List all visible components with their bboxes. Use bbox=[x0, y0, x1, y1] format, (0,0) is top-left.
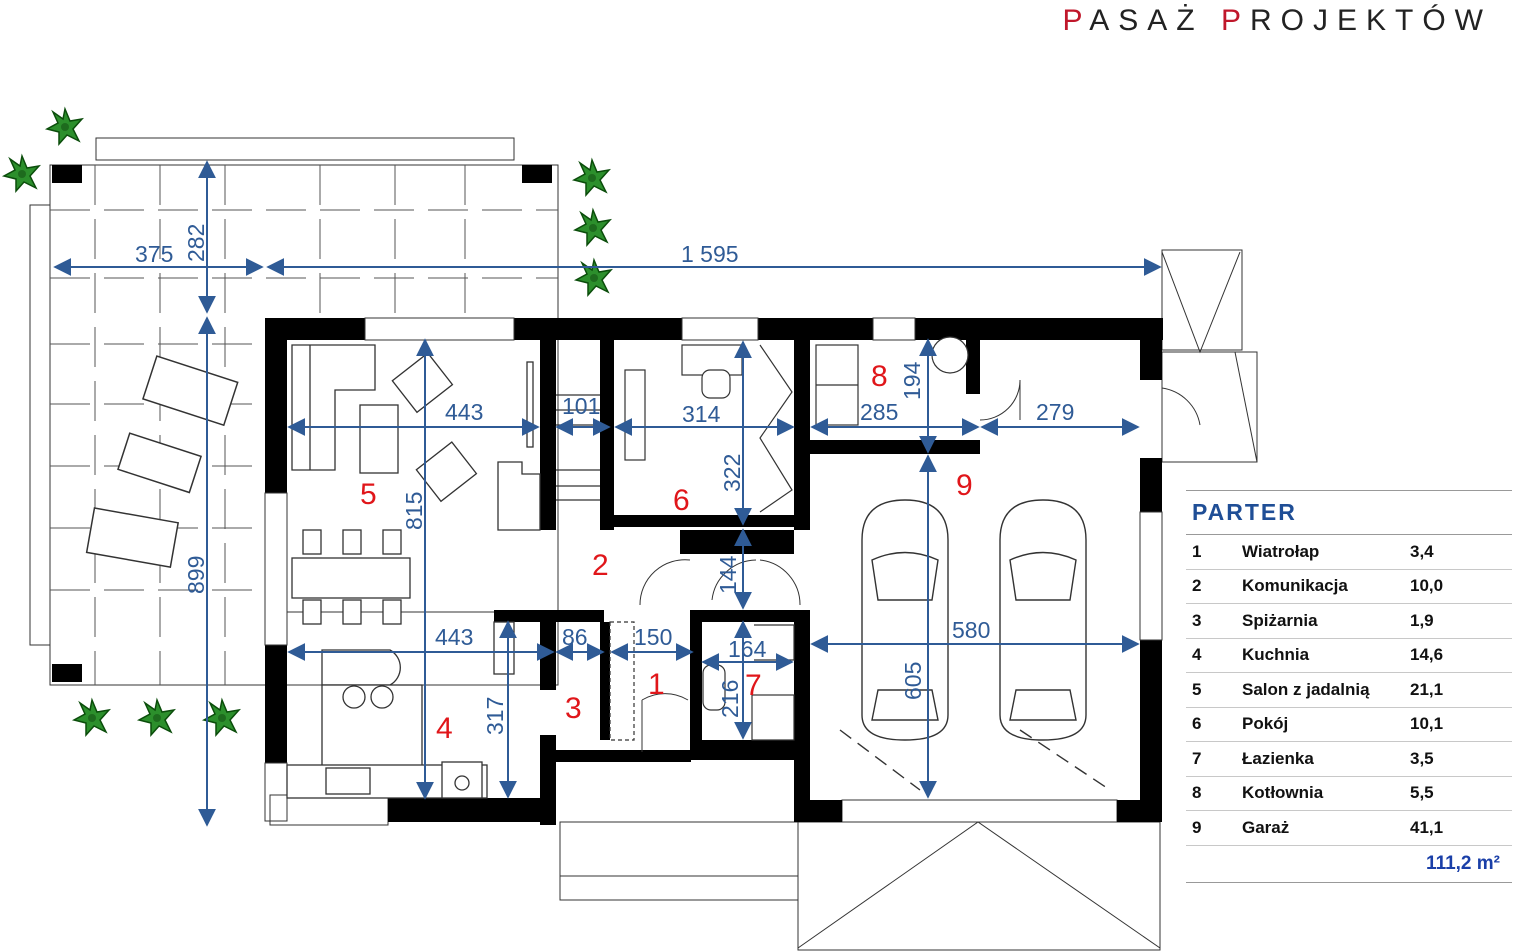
legend-room-name: Garaż bbox=[1242, 817, 1290, 837]
legend-room-no: 2 bbox=[1192, 576, 1202, 596]
legend-room-no: 8 bbox=[1192, 783, 1202, 803]
legend-room-no: 4 bbox=[1192, 645, 1202, 665]
legend-title: PARTER bbox=[1186, 490, 1512, 535]
legend-room-area: 10,0 bbox=[1410, 576, 1444, 596]
dim-279: 279 bbox=[1036, 399, 1074, 425]
dim-314: 314 bbox=[682, 401, 721, 427]
dim-150: 150 bbox=[634, 624, 672, 650]
legend-room-area: 1,9 bbox=[1410, 610, 1434, 630]
room-number-4: 4 bbox=[436, 712, 453, 745]
dim-86: 86 bbox=[562, 624, 588, 650]
legend-room-name: Komunikacja bbox=[1242, 576, 1348, 596]
dim-1595: 1 595 bbox=[681, 241, 739, 267]
terrace-lounge-chairs bbox=[85, 355, 239, 568]
legend-room-area: 10,1 bbox=[1410, 714, 1444, 734]
stairs-and-office-furniture bbox=[556, 344, 793, 741]
room-number-2: 2 bbox=[592, 549, 609, 582]
brand-letter-p1: P bbox=[1062, 4, 1090, 37]
legend-room-no: 6 bbox=[1192, 714, 1202, 734]
legend-room-name: Kotłownia bbox=[1242, 783, 1324, 803]
legend-room-no: 5 bbox=[1192, 679, 1202, 699]
legend-room-name: Łazienka bbox=[1242, 748, 1314, 768]
room-numbers: 1 2 3 4 5 6 7 8 9 bbox=[360, 360, 973, 745]
kitchen-furniture bbox=[286, 621, 515, 799]
legend-row: 2 Komunikacja 10,0 bbox=[1186, 570, 1512, 604]
legend-room-name: Spiżarnia bbox=[1242, 610, 1318, 630]
legend-room-area: 3,4 bbox=[1410, 541, 1434, 561]
boiler-and-bathroom-fixtures bbox=[702, 336, 969, 741]
room-number-7: 7 bbox=[745, 669, 762, 702]
legend-room-no: 3 bbox=[1192, 610, 1202, 630]
legend-room-no: 1 bbox=[1192, 541, 1202, 561]
legend-room-area: 5,5 bbox=[1410, 783, 1434, 803]
room-number-8: 8 bbox=[871, 360, 888, 393]
dim-282: 282 bbox=[183, 224, 209, 262]
dim-375: 375 bbox=[135, 241, 173, 267]
dim-899: 899 bbox=[183, 556, 209, 594]
dim-164: 164 bbox=[728, 636, 767, 662]
dim-144: 144 bbox=[715, 555, 741, 594]
dimension-lines bbox=[53, 160, 1162, 827]
legend-room-area: 41,1 bbox=[1410, 817, 1444, 837]
legend-room-name: Salon z jadalnią bbox=[1242, 679, 1370, 699]
brand-word-2: ROJEKTÓW bbox=[1250, 4, 1492, 37]
legend-room-area: 21,1 bbox=[1410, 679, 1444, 699]
legend-row: 3 Spiżarnia 1,9 bbox=[1186, 604, 1512, 639]
legend-room-area: 14,6 bbox=[1410, 645, 1444, 665]
dim-101: 101 bbox=[562, 393, 600, 419]
dim-443-kitchen: 443 bbox=[435, 624, 473, 650]
room-number-3: 3 bbox=[565, 692, 582, 725]
dim-317: 317 bbox=[482, 697, 508, 735]
brand-letter-p2: P bbox=[1220, 4, 1250, 37]
legend-row: 8 Kotłownia 5,5 bbox=[1186, 777, 1512, 811]
dim-605: 605 bbox=[900, 662, 926, 700]
legend-room-name: Pokój bbox=[1242, 714, 1289, 734]
brand-word-1: ASAŻ bbox=[1089, 4, 1221, 37]
legend-row: 1 Wiatrołap 3,4 bbox=[1186, 535, 1512, 570]
legend-row: 6 Pokój 10,1 bbox=[1186, 708, 1512, 742]
dimension-labels: 375 282 1 595 899 815 443 101 314 322 28… bbox=[135, 224, 1074, 735]
dim-285: 285 bbox=[860, 399, 898, 425]
room-number-9: 9 bbox=[956, 469, 973, 502]
legend-row: 9 Garaż 41,1 bbox=[1186, 811, 1512, 846]
legend-room-area: 3,5 bbox=[1410, 748, 1434, 768]
dim-815: 815 bbox=[401, 492, 427, 530]
dim-580: 580 bbox=[952, 617, 990, 643]
dim-194: 194 bbox=[899, 361, 925, 400]
dim-443-living: 443 bbox=[445, 399, 483, 425]
dim-216: 216 bbox=[717, 680, 743, 718]
legend-room-no: 9 bbox=[1192, 817, 1202, 837]
legend-row: 4 Kuchnia 14,6 bbox=[1186, 639, 1512, 673]
legend-row: 5 Salon z jadalnią 21,1 bbox=[1186, 673, 1512, 708]
living-room-furniture bbox=[291, 344, 541, 625]
room-number-6: 6 bbox=[673, 484, 690, 517]
legend-room-name: Wiatrołap bbox=[1242, 541, 1320, 561]
legend-total-area: 111,2 m² bbox=[1186, 846, 1512, 883]
room-number-1: 1 bbox=[648, 668, 665, 701]
legend-room-name: Kuchnia bbox=[1242, 645, 1310, 665]
room-number-5: 5 bbox=[360, 478, 377, 511]
brand-logo: PASAŻ PROJEKTÓW bbox=[1062, 4, 1492, 38]
legend-row: 7 Łazienka 3,5 bbox=[1186, 742, 1512, 777]
legend-room-no: 7 bbox=[1192, 748, 1202, 768]
dim-322: 322 bbox=[719, 454, 745, 492]
